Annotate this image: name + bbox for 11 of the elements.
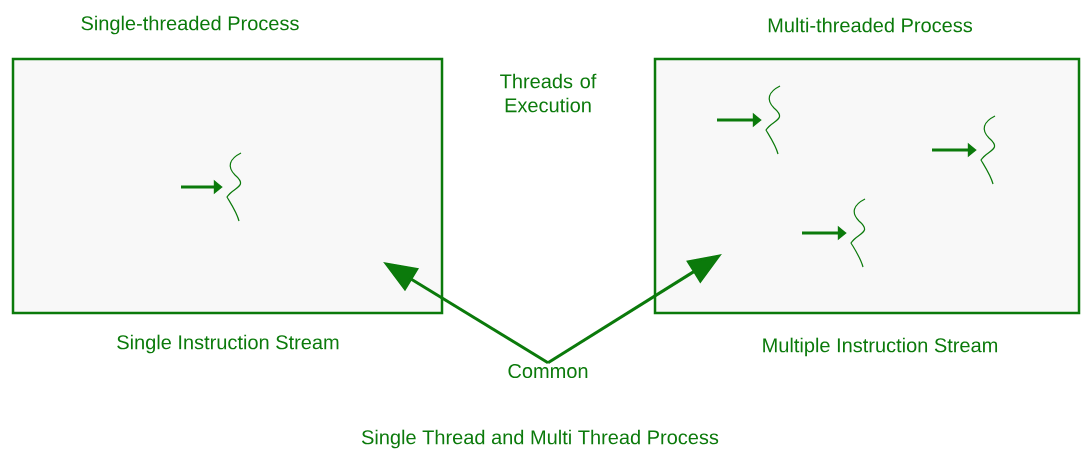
box-heading: Multi-threaded Process [768,17,973,33]
caption: Single Thread and Multi Thread Process [361,429,719,449]
text-label: Threads of Execution [500,73,597,113]
thread-squiggle [850,198,866,268]
box-caption: Single Instruction Stream [117,334,339,354]
thread-squiggle [765,85,781,155]
thread-squiggle [980,115,996,185]
box-caption: Multiple Instruction Stream [763,337,998,357]
thread-squiggle [226,152,242,222]
box-heading: Single-threaded Process [81,15,299,35]
node-label: Common [508,363,588,379]
